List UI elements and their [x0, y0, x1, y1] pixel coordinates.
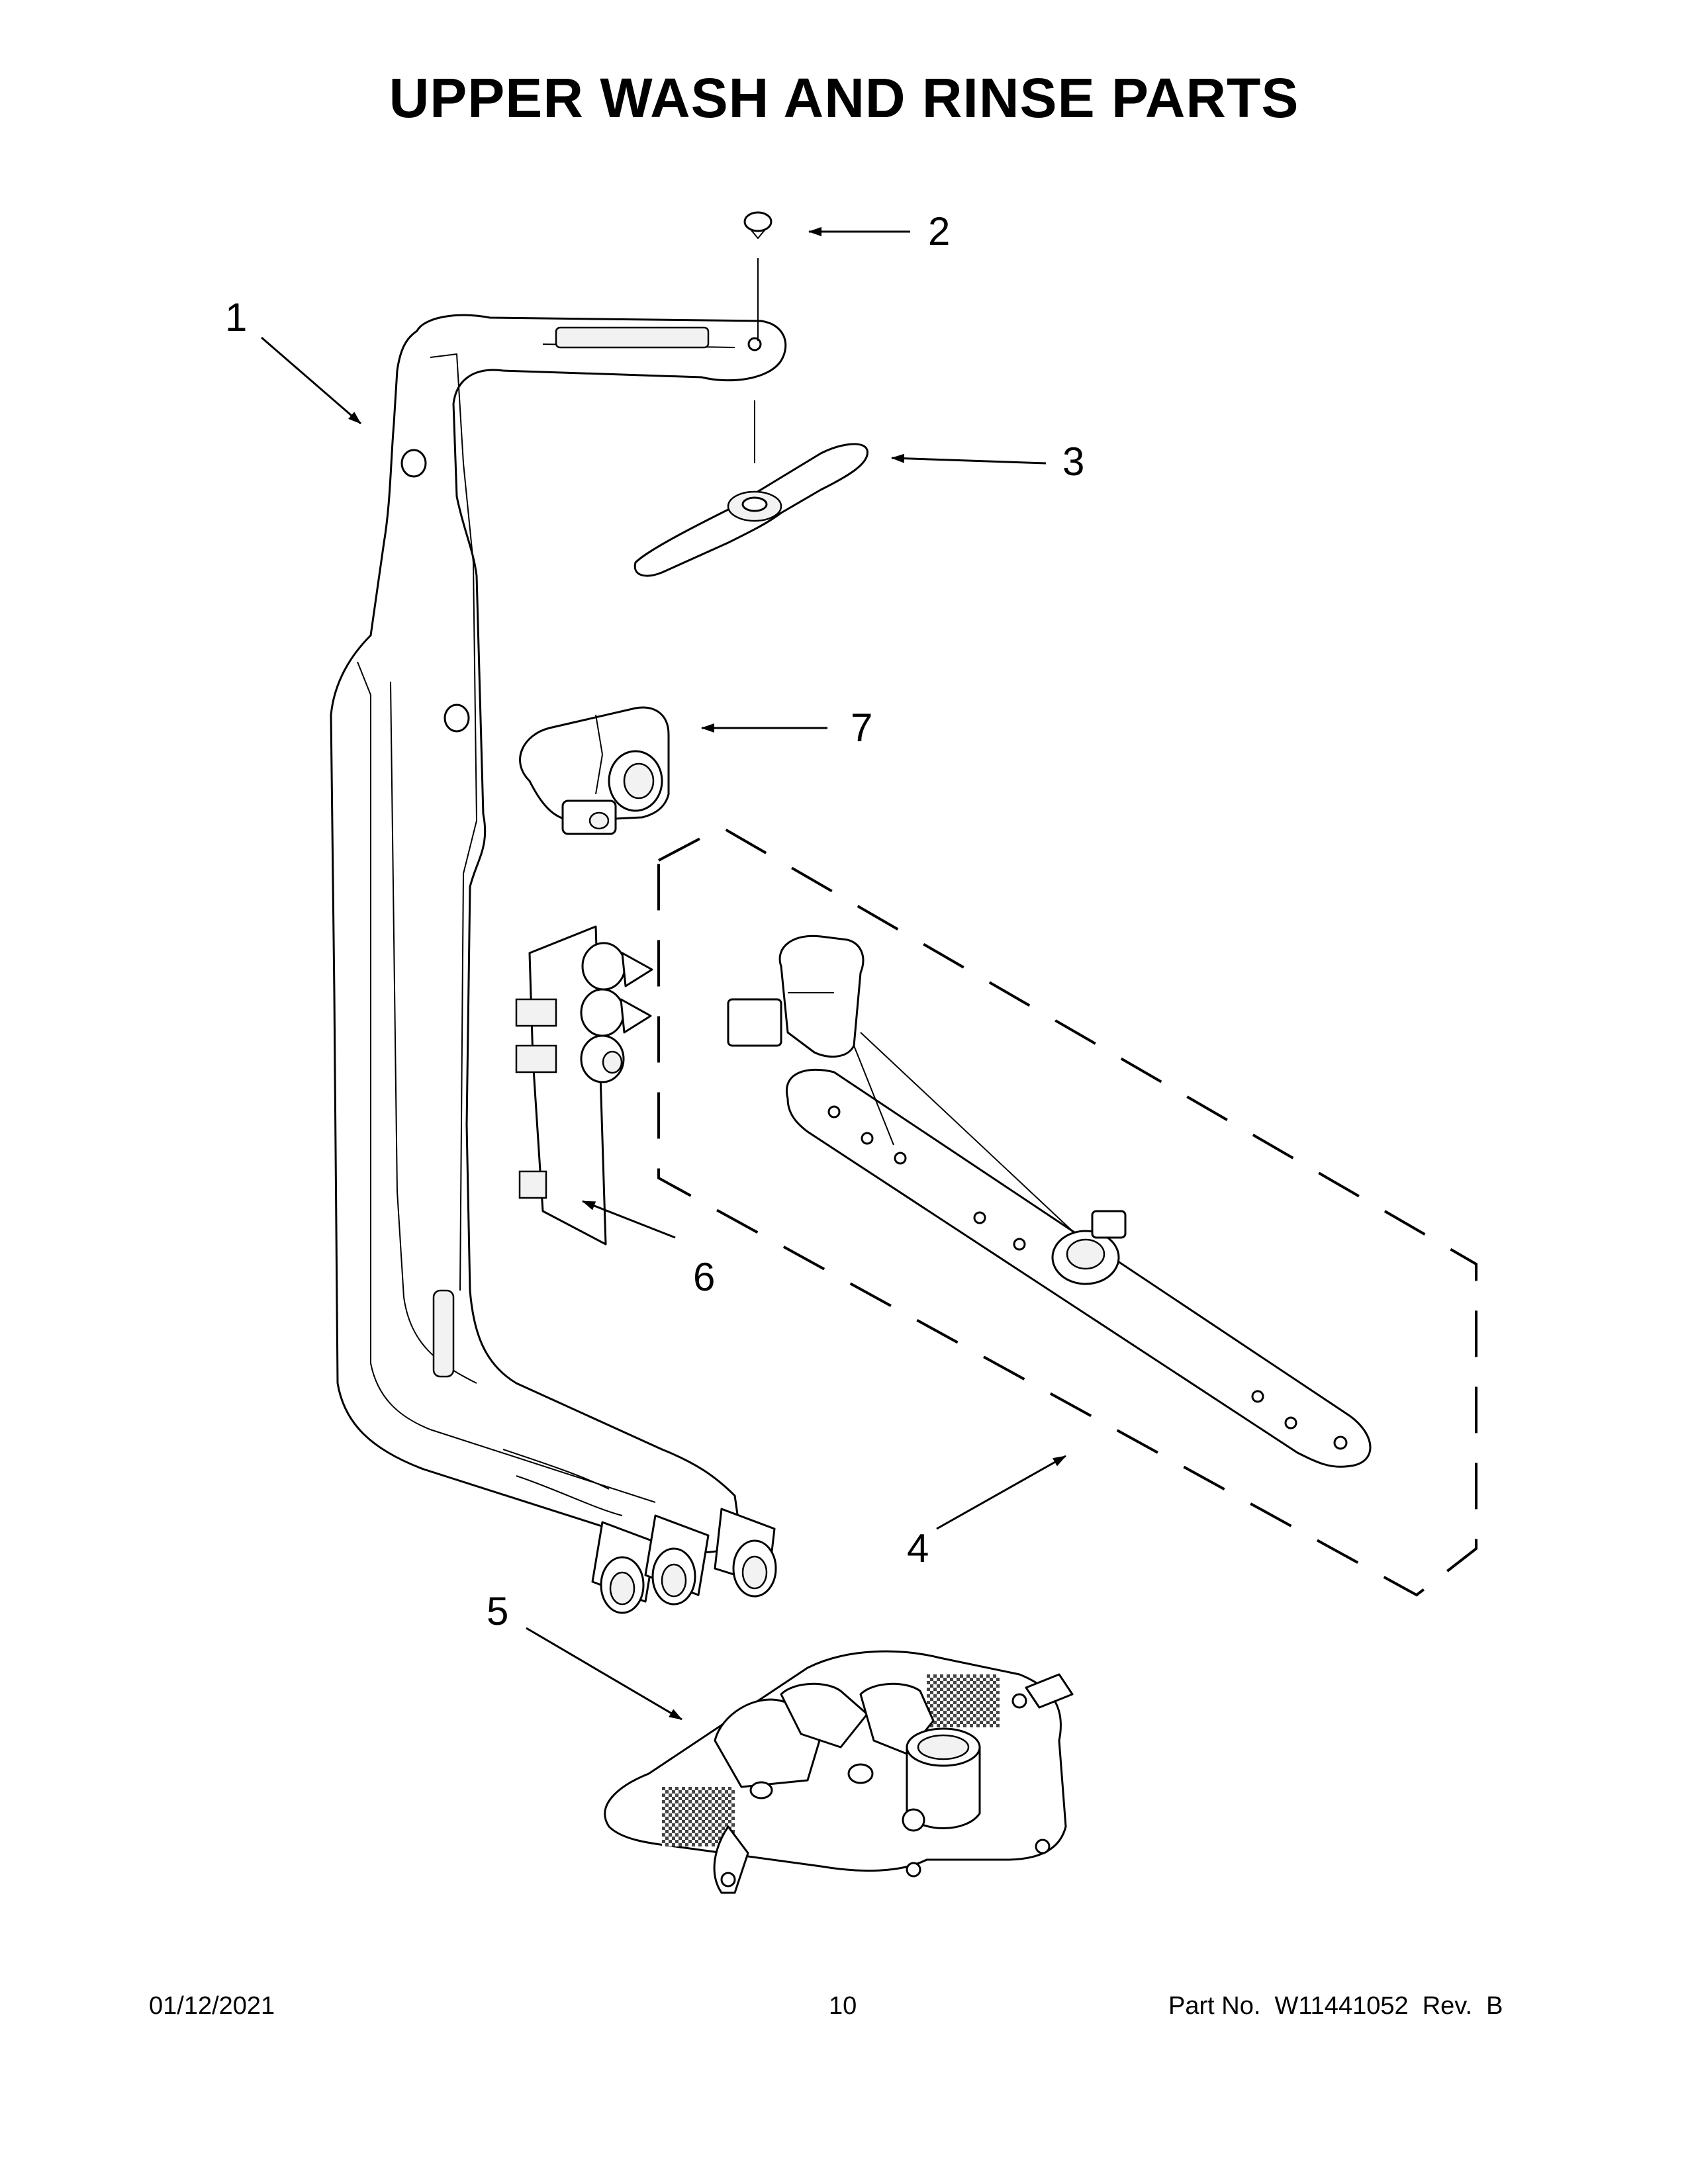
callout-5: 5 [487, 1589, 508, 1633]
arrow-1 [261, 336, 361, 425]
fitting-bottom [580, 1034, 625, 1083]
part-7-diverter-housing [519, 706, 670, 835]
part-4-spray-arm-assembly [657, 825, 1477, 1597]
arrow-5 [526, 1627, 682, 1721]
fitting-top [581, 942, 653, 991]
callout-1: 1 [225, 295, 247, 340]
hose-fitting-middle [644, 1514, 710, 1606]
hose-fitting-right [714, 1508, 777, 1598]
callout-4: 4 [907, 1526, 929, 1570]
footer-part-number: Part No. W11441052 Rev. B [1168, 1992, 1503, 2020]
callout-6: 6 [693, 1255, 715, 1299]
part-6-bracket [515, 925, 653, 1246]
arrow-4 [936, 1455, 1066, 1530]
part-5-pump-base [604, 1650, 1074, 1894]
callout-3: 3 [1062, 439, 1084, 484]
callout-labels: 1 2 3 4 5 6 7 [225, 209, 1084, 1633]
callout-2: 2 [928, 209, 950, 253]
part-1-manifold-tube [330, 314, 787, 1614]
callout-arrows [261, 227, 1066, 1721]
arrow-3 [891, 453, 1047, 465]
footer-date: 01/12/2021 [149, 1992, 275, 2020]
fitting-middle [580, 988, 652, 1037]
footer-page-number: 10 [829, 1992, 857, 2020]
arrow-6 [582, 1200, 676, 1239]
hose-fitting-left [591, 1521, 657, 1614]
part-3-upper-spray-arm [633, 400, 868, 577]
callout-7: 7 [851, 705, 872, 750]
spray-holes [827, 1105, 1348, 1450]
page-title: UPPER WASH AND RINSE PARTS [389, 67, 1299, 129]
part-2-cap [743, 211, 773, 341]
